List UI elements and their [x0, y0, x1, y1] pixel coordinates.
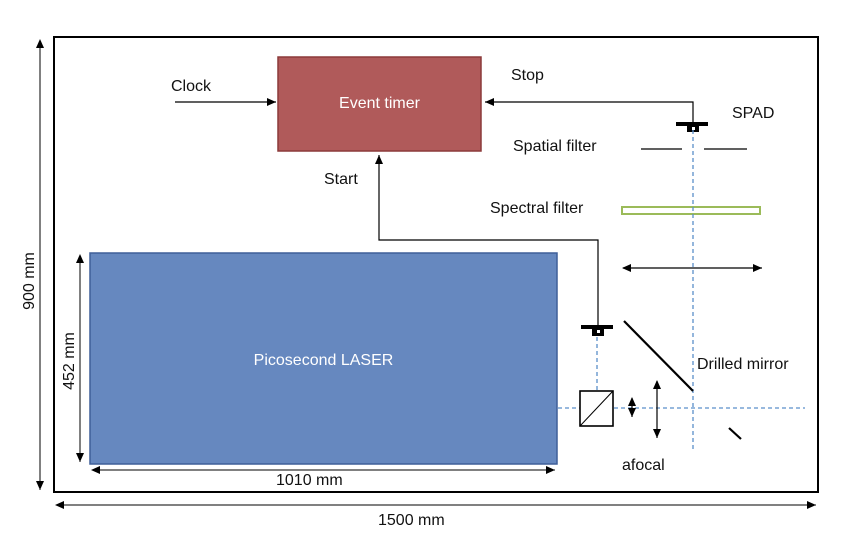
afocal-label: afocal — [622, 457, 665, 474]
table-height-label: 900 mm — [21, 252, 38, 310]
spatial-filter-label: Spatial filter — [513, 138, 597, 155]
stop-signal-line — [485, 98, 694, 124]
event-timer-label: Event timer — [339, 95, 420, 112]
small-mirror — [728, 427, 742, 440]
start-label: Start — [324, 171, 358, 188]
laser-width-label: 1010 mm — [276, 472, 343, 489]
spad-detector — [676, 122, 708, 132]
drilled-mirror-label: Drilled mirror — [697, 356, 789, 373]
start-photodiode — [581, 325, 613, 336]
optical-table-outline — [53, 36, 819, 493]
event-timer-box — [277, 56, 482, 152]
laser-height-label: 452 mm — [61, 332, 78, 390]
laser-box — [89, 252, 558, 465]
spectral-filter-label: Spectral filter — [490, 200, 584, 217]
start-signal-line — [375, 155, 599, 327]
spectral-filter — [621, 206, 761, 215]
clock-label: Clock — [171, 78, 212, 95]
laser-label: Picosecond LASER — [253, 352, 394, 369]
drilled-mirror — [623, 320, 694, 392]
stop-label: Stop — [511, 67, 544, 84]
table-width-label: 1500 mm — [378, 512, 445, 529]
beam-splitter-cube — [579, 390, 614, 427]
spad-label: SPAD — [732, 105, 775, 122]
